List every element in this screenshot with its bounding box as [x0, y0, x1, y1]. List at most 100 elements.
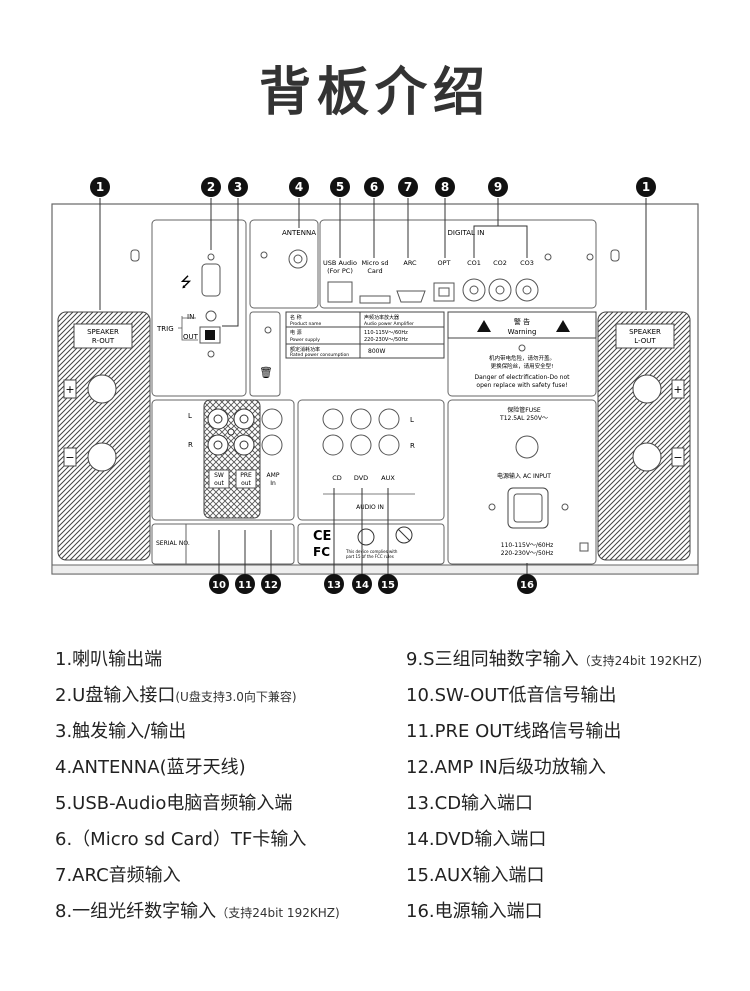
legend-item-text: 10.SW-OUT低音信号输出	[406, 685, 617, 706]
usb-audio-port	[327, 281, 353, 303]
svg-text:USB Audio: USB Audio	[323, 259, 357, 267]
legend-item-text: 3.触发输入/输出	[55, 721, 187, 742]
speaker-l-label: SPEAKER	[629, 328, 661, 336]
svg-text:名 称: 名 称	[290, 314, 302, 321]
speaker-l-sub: L-OUT	[634, 337, 656, 345]
power-input-box: 保险管FUSE T12.5AL 250V〜 电源输入 AC INPUT 110-…	[447, 399, 597, 565]
legend-item-text: 16.电源输入端口	[406, 901, 543, 922]
callout-number: 11	[238, 580, 252, 591]
legend-item-text: 5.USB-Audio电脑音频输入端	[55, 793, 293, 814]
legend-item-note: （支持24bit 192KHZ)	[578, 654, 703, 668]
legend-item-text: 7.ARC音频输入	[55, 865, 181, 886]
usb-icon: ⭍	[180, 275, 192, 291]
svg-text:CO2: CO2	[493, 259, 507, 267]
warning-box: 警 告 Warning 机内带电危险，请勿开盖。 更换保险丝，请用安全型! Da…	[447, 311, 597, 397]
svg-text:In: In	[270, 480, 276, 487]
legend-item-text: 12.AMP IN后级功放输入	[406, 757, 606, 778]
callout-11: 11	[235, 574, 255, 594]
minus-sign: −	[65, 451, 74, 464]
certification-box: CE FC This device complies with part 15 …	[297, 523, 445, 565]
callout-1: 1	[636, 177, 656, 197]
dvd-r-jack	[350, 434, 372, 456]
callout-3: 3	[228, 177, 248, 197]
svg-text:110-115V〜/60Hz: 110-115V〜/60Hz	[364, 330, 408, 336]
legend-item-text: 1.喇叭输出端	[55, 649, 163, 670]
legend-item: 16.电源输入端口	[406, 897, 543, 923]
callout-8: 8	[435, 177, 455, 197]
callout-number: 4	[295, 180, 303, 194]
callout-4: 4	[289, 177, 309, 197]
legend-item-note: (U盘支持3.0向下兼容)	[175, 690, 297, 704]
weee-icon: 🗑	[259, 366, 273, 379]
svg-text:Rated power consumption: Rated power consumption	[290, 352, 349, 358]
fcc-mark: FC	[313, 545, 330, 559]
callout-number: 3	[234, 180, 242, 194]
callout-number: 7	[404, 180, 412, 194]
svg-text:更换保险丝，请用安全型!: 更换保险丝，请用安全型!	[491, 362, 554, 370]
legend-item: 2.U盘输入接口(U盘支持3.0向下兼容)	[55, 681, 297, 707]
svg-text:R: R	[188, 441, 193, 449]
callout-number: 1	[96, 180, 104, 194]
callout-number: 14	[355, 580, 369, 591]
callout-2: 2	[201, 177, 221, 197]
callout-15: 15	[378, 574, 398, 594]
svg-text:电源输入 AC INPUT: 电源输入 AC INPUT	[497, 472, 551, 480]
rating-label: 名 称 Product name 声频功率放大器 Audio power Amp…	[285, 311, 445, 359]
usb-port	[201, 263, 221, 297]
svg-text:CD: CD	[332, 474, 342, 482]
legend-item: 4.ANTENNA(蓝牙天线)	[55, 753, 246, 779]
arc-hdmi-port	[396, 290, 426, 303]
legend-item-text: 15.AUX输入端口	[406, 865, 545, 886]
amp-in-l-jack	[261, 408, 283, 430]
legend-item-text: 8.一组光纤数字输入	[55, 901, 217, 922]
cd-l-jack	[322, 408, 344, 430]
svg-text:AUDIO IN: AUDIO IN	[356, 504, 384, 511]
legend-item: 7.ARC音频输入	[55, 861, 181, 887]
legend-item: 1.喇叭输出端	[55, 645, 162, 671]
svg-text:TRIG: TRIG	[156, 325, 174, 333]
svg-text:open replace with safety fuse!: open replace with safety fuse!	[476, 382, 567, 389]
callout-10: 10	[209, 574, 229, 594]
svg-text:This device complies with: This device complies with	[345, 549, 398, 554]
legend-item: 9.S三组同轴数字输入（支持24bit 192KHZ)	[406, 645, 702, 671]
svg-text:(For PC): (For PC)	[327, 267, 353, 275]
svg-text:PRE: PRE	[240, 472, 252, 479]
lightning-warning-icon	[556, 320, 570, 332]
svg-text:Product name: Product name	[290, 321, 322, 327]
rear-panel-diagram: SPEAKER R-OUT + − SPEAKER L-OUT + − ⭍ IN…	[51, 177, 699, 594]
legend-item: 14.DVD输入端口	[406, 825, 546, 851]
svg-text:R: R	[410, 442, 415, 450]
trig-in-jack	[205, 310, 217, 322]
svg-text:警 告: 警 告	[514, 317, 530, 326]
svg-text:DVD: DVD	[354, 474, 368, 482]
svg-text:IN: IN	[187, 313, 194, 321]
callout-number: 6	[370, 180, 378, 194]
serial-box: SERIAL NO.	[151, 523, 295, 565]
aux-l-jack	[378, 408, 400, 430]
plus-sign: +	[65, 383, 74, 396]
svg-text:Audio power Amplifier: Audio power Amplifier	[364, 321, 414, 327]
callout-number: 5	[336, 180, 344, 194]
svg-text:ANTENNA: ANTENNA	[282, 229, 316, 237]
callout-12: 12	[261, 574, 281, 594]
speaker-r-minus-terminal	[87, 442, 117, 472]
svg-text:CO3: CO3	[520, 259, 534, 267]
dvd-l-jack	[350, 408, 372, 430]
legend-item-text: 2.U盘输入接口	[55, 685, 176, 706]
legend-item: 8.一组光纤数字输入（支持24bit 192KHZ)	[55, 897, 340, 923]
svg-text:800W: 800W	[368, 348, 385, 355]
svg-text:110-115V〜/60Hz: 110-115V〜/60Hz	[501, 542, 554, 549]
callout-number: 13	[327, 580, 341, 591]
svg-text:OUT: OUT	[183, 333, 199, 341]
callout-number: 12	[264, 580, 278, 591]
svg-text:Power supply: Power supply	[290, 337, 320, 343]
usb-trig-box: ⭍ IN OUT TRIG	[151, 219, 247, 397]
speaker-r-block: SPEAKER R-OUT + −	[57, 311, 151, 561]
svg-text:电 源: 电 源	[290, 329, 302, 336]
legend-item: 3.触发输入/输出	[55, 717, 186, 743]
svg-text:220-230V〜/50Hz: 220-230V〜/50Hz	[501, 550, 554, 557]
legend-item-text: 11.PRE OUT线路信号输出	[406, 721, 622, 742]
svg-text:Micro sd: Micro sd	[361, 259, 388, 267]
legend-item-note: （支持24bit 192KHZ)	[216, 906, 340, 920]
digital-input-box: DIGITAL IN USB Audio (For PC) Micro sd C…	[319, 219, 597, 309]
